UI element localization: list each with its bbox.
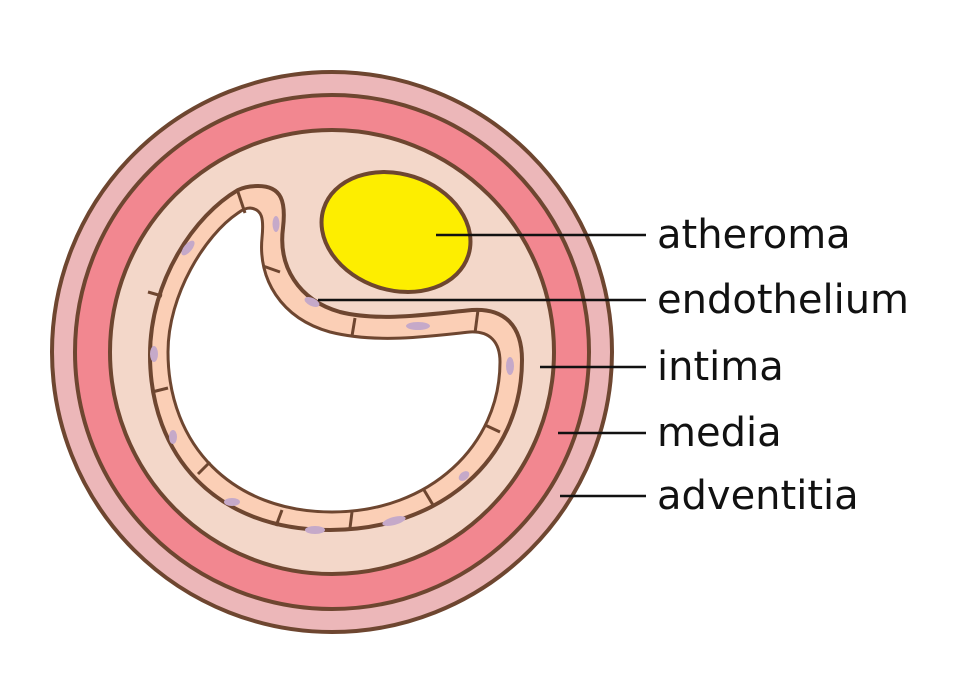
endothelial-cell-nuclei bbox=[150, 216, 514, 534]
endothelial-cell-borders bbox=[147, 191, 501, 529]
label-intima: intima bbox=[657, 344, 784, 390]
atheroma-plaque bbox=[319, 170, 473, 294]
label-atheroma: atheroma bbox=[657, 212, 851, 258]
label-adventitia: adventitia bbox=[657, 473, 859, 519]
label-media: media bbox=[657, 410, 782, 456]
vessel-lumen bbox=[166, 206, 502, 514]
label-endothelium: endothelium bbox=[657, 277, 909, 323]
